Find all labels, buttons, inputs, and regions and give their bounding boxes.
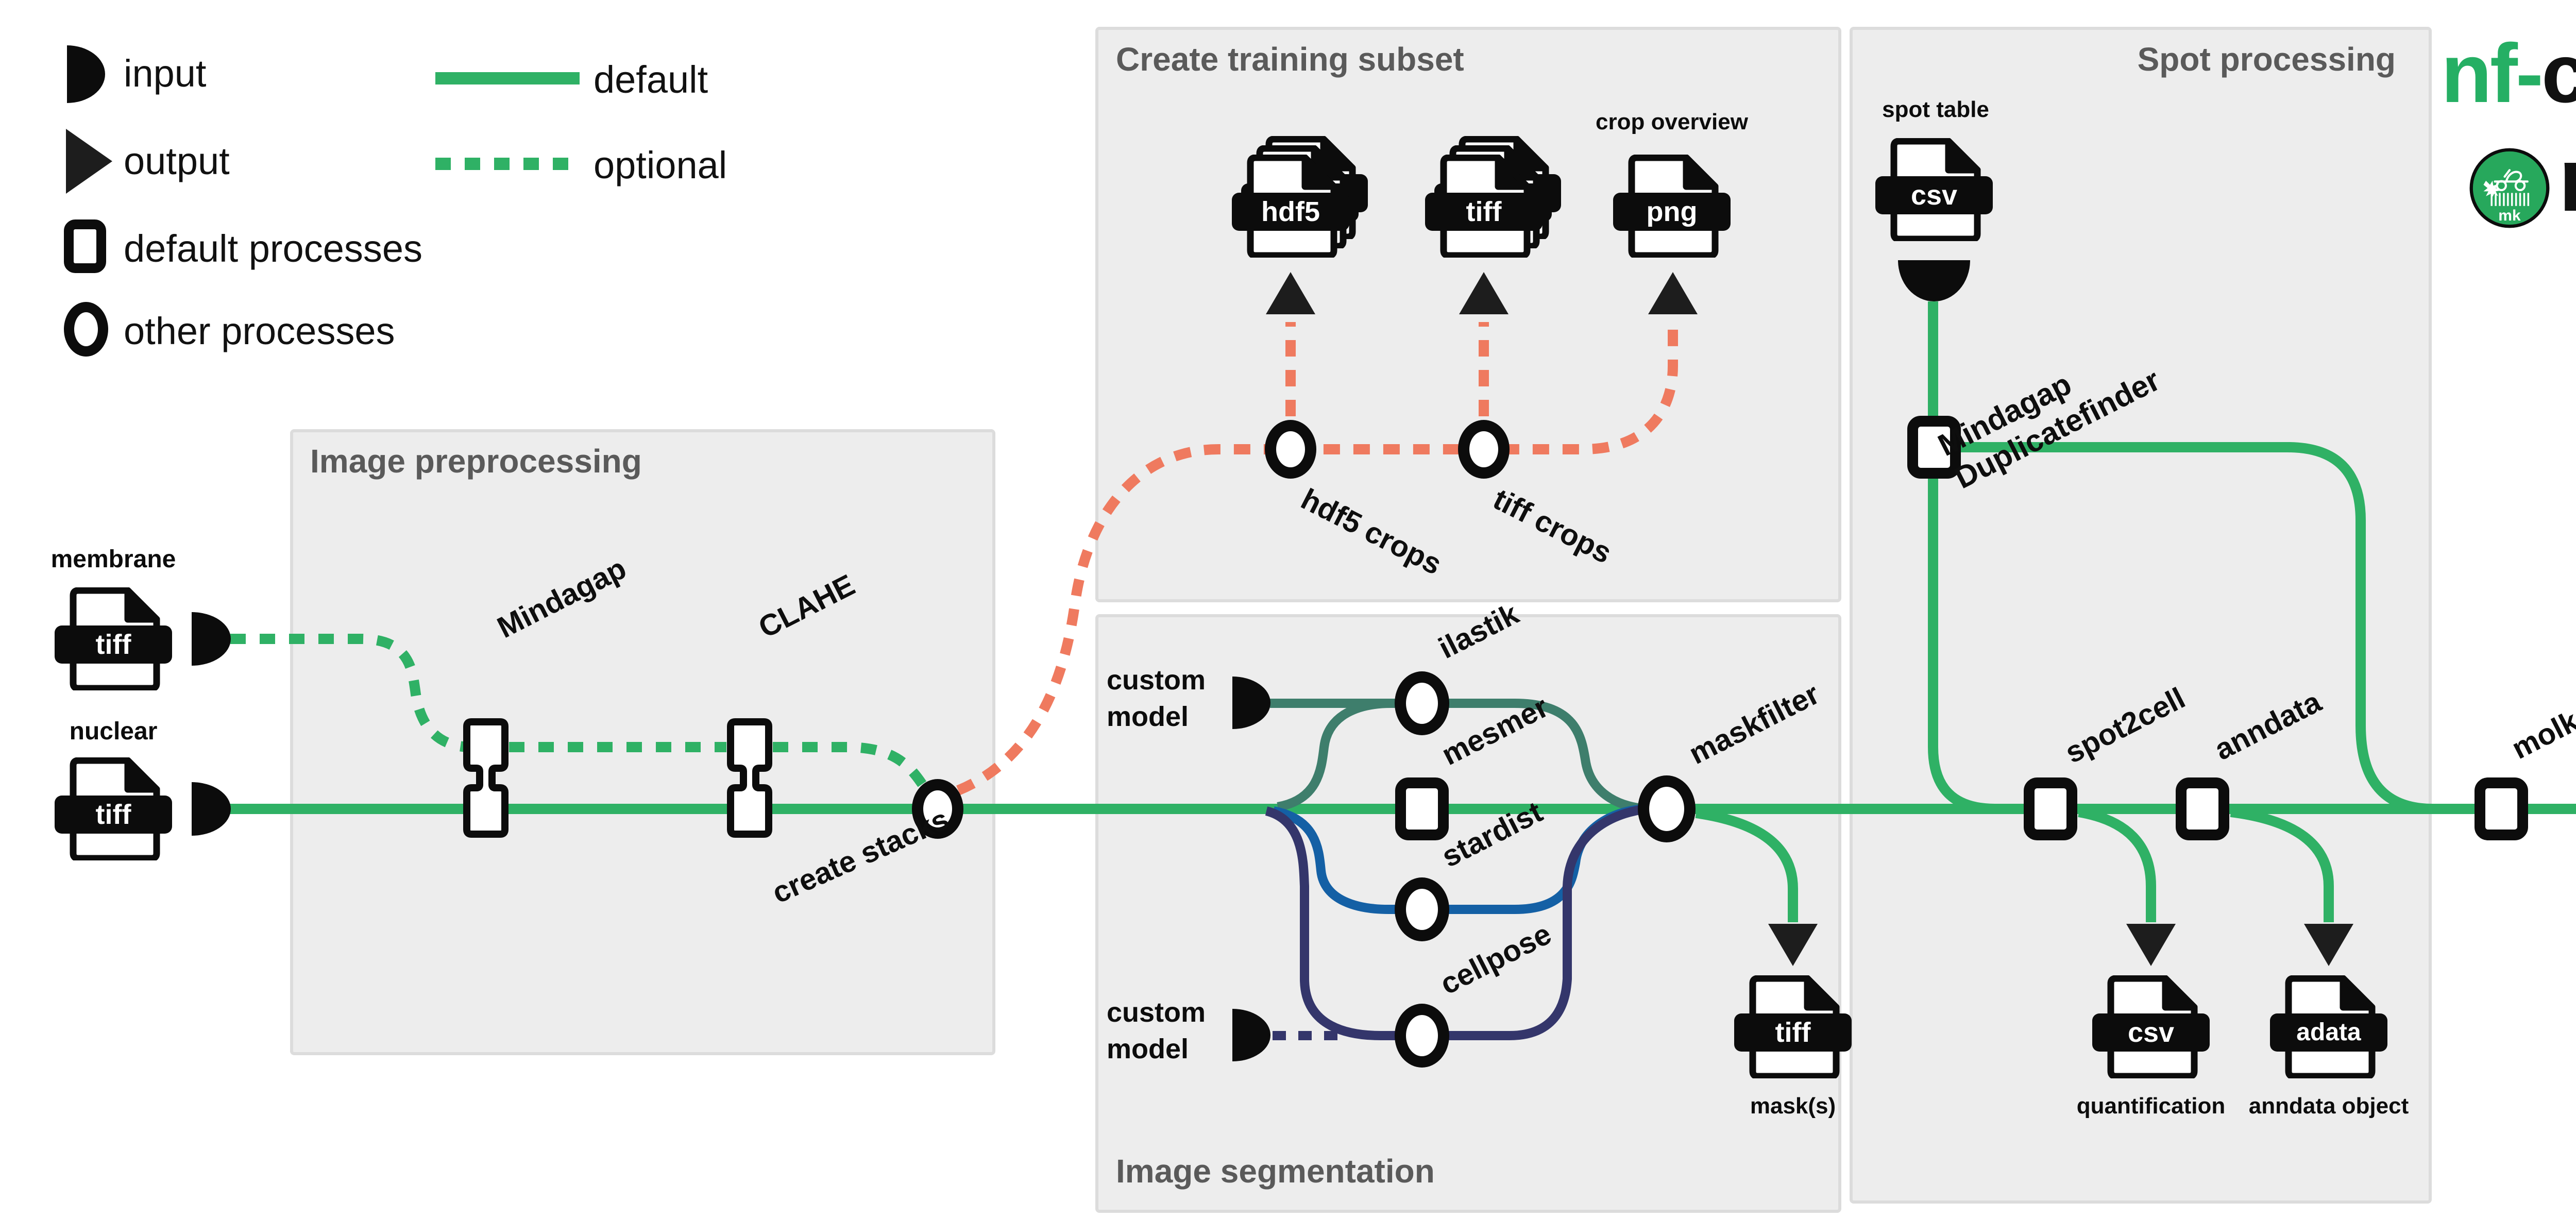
nuclear-file-icon: tiff (52, 757, 175, 860)
crop-overview-file-icon: png (1610, 155, 1734, 258)
tiff-crops-file-icon: tiff (1422, 136, 1561, 258)
legend-default-process-icon (64, 219, 106, 273)
quantification-caption: quantification (2076, 1093, 2226, 1119)
membrane-caption: membrane (50, 546, 176, 573)
crop-overview-file-ext: png (1646, 196, 1698, 227)
title-image-segmentation: Image segmentation (1116, 1153, 1435, 1190)
membrane-input-icon (192, 612, 231, 666)
logo-molkart: molkart (2558, 128, 2576, 232)
hdf5-crops-node (1265, 420, 1316, 479)
masks-file-icon: tiff (1731, 975, 1855, 1078)
ilastik-node (1395, 671, 1449, 735)
nuclear-input-icon (192, 782, 231, 836)
membrane-file-ext: tiff (95, 629, 131, 660)
membrane-file-icon: tiff (52, 587, 175, 690)
nuclear-caption: nuclear (69, 718, 158, 745)
stardist-node (1395, 877, 1449, 941)
cellpose-node (1395, 1004, 1449, 1068)
hdf5-file-ext: hdf5 (1261, 196, 1320, 227)
legend-output-icon (66, 129, 112, 194)
legend-input-icon (67, 45, 105, 103)
molkart-badge-icon: mk (2469, 147, 2550, 229)
legend-default-processes-label: default processes (124, 227, 423, 270)
legend-other-processes-label: other processes (124, 310, 395, 352)
anndata-object-caption: anndata object (2248, 1093, 2409, 1119)
title-spot-processing: Spot processing (2137, 41, 2396, 78)
logo-nf-core: nf-core/ (2441, 26, 2576, 122)
legend-input-label: input (124, 52, 207, 95)
molkartqc-node (2475, 777, 2528, 840)
maskfilter-node (1638, 775, 1696, 842)
anndata-node (2176, 777, 2229, 840)
mindagap-node (463, 718, 509, 838)
mesmer-node (1395, 777, 1449, 840)
clahe-node (727, 718, 772, 838)
anndata-object-file-ext: adata (2296, 1019, 2361, 1046)
anndata-object-file-icon: adata (2267, 975, 2391, 1078)
title-image-preprocessing: Image preprocessing (310, 443, 642, 480)
box-image-preprocessing (290, 429, 995, 1055)
crop-overview-caption: crop overview (1596, 109, 1748, 134)
tiff-crops-file-ext: tiff (1466, 196, 1502, 227)
spot-table-file-ext: csv (1910, 180, 1958, 211)
hdf5-file-icon: hdf5 (1229, 136, 1368, 258)
custom-model-top-label: custom model (1107, 665, 1206, 733)
legend-optional-label: optional (594, 144, 727, 187)
tiff-crops-node (1458, 420, 1510, 479)
spot2cell-node (2024, 777, 2077, 840)
masks-file-ext: tiff (1775, 1017, 1811, 1048)
badge-text: mk (2498, 207, 2521, 224)
spot-table-caption: spot table (1882, 97, 1989, 122)
quantification-file-ext: csv (2127, 1017, 2175, 1048)
molkartqc-label: molkartqc (2506, 671, 2576, 766)
logo-nf-prefix: nf- (2441, 27, 2544, 120)
logo-core: core/ (2541, 27, 2576, 120)
title-create-training-subset: Create training subset (1116, 41, 1464, 78)
legend-output-label: output (124, 140, 230, 182)
duplicatefinder-node (1907, 416, 1961, 479)
custom-model-bottom-label: custom model (1107, 997, 1206, 1065)
masks-caption: mask(s) (1750, 1093, 1836, 1119)
nuclear-file-ext: tiff (95, 799, 131, 830)
legend-other-process-icon (64, 302, 108, 357)
spot-table-file-icon: csv (1872, 138, 1996, 241)
quantification-file-icon: csv (2089, 975, 2213, 1078)
legend-default-label: default (594, 58, 708, 101)
